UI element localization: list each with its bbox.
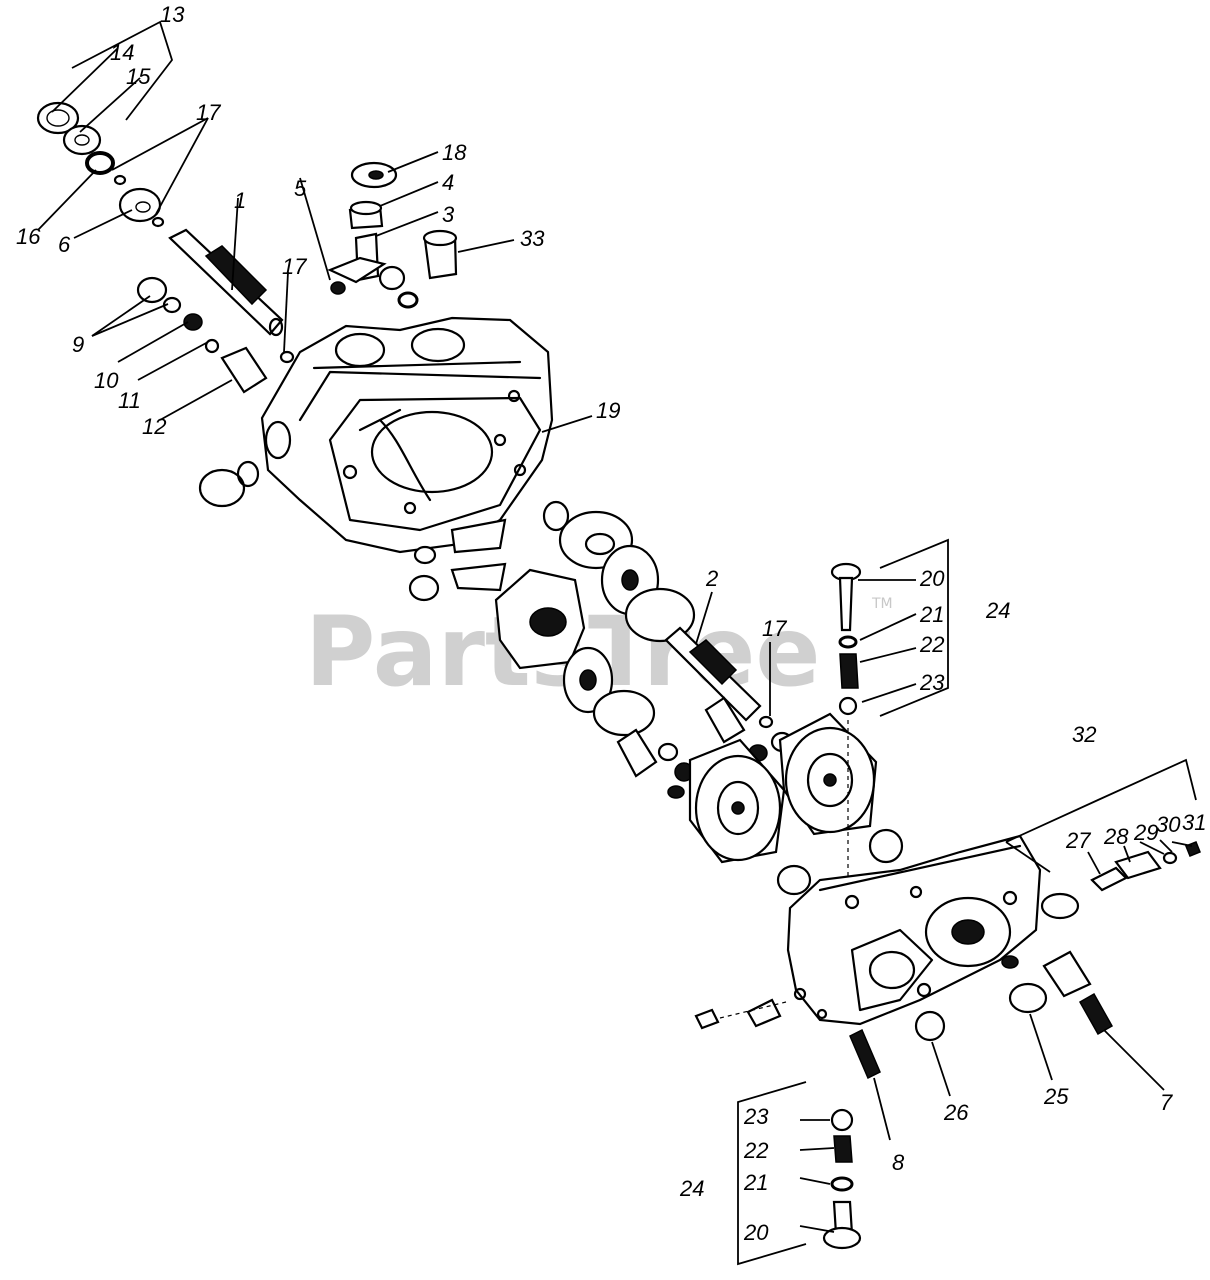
label-24-upper: 24 — [985, 598, 1010, 623]
label-6: 6 — [58, 232, 71, 257]
label-10: 10 — [94, 368, 119, 393]
part-11-ball — [204, 338, 220, 354]
watermark-trademark: TM — [871, 596, 893, 612]
part-5-nut — [330, 281, 346, 295]
label-23-upper: 23 — [919, 670, 945, 695]
label-21-lower: 21 — [743, 1170, 768, 1195]
label-2: 2 — [705, 566, 718, 591]
label-26: 26 — [943, 1100, 969, 1125]
part-3-arm — [327, 232, 387, 284]
label-5: 5 — [294, 176, 307, 201]
thrust-plate-upper — [450, 518, 507, 554]
part-14-seal — [36, 101, 80, 135]
part-9-plug — [136, 276, 168, 304]
label-20-upper: 20 — [919, 566, 945, 591]
part-drawings — [36, 20, 1201, 1266]
part-19-housing — [260, 316, 554, 554]
label-28: 28 — [1103, 824, 1129, 849]
part-12-sleeve — [220, 346, 268, 394]
label-29: 29 — [1133, 820, 1158, 845]
part-labels: 13 14 15 16 17 6 1 18 4 3 5 33 17 9 10 1… — [16, 2, 1206, 1245]
label-31: 31 — [1182, 810, 1206, 835]
part-15-washer — [62, 124, 102, 156]
label-15: 15 — [126, 64, 151, 89]
label-25: 25 — [1043, 1084, 1069, 1109]
part-10-spring — [183, 313, 203, 331]
lower-housing — [786, 834, 1042, 1026]
leader-lines — [37, 47, 1193, 1233]
label-11: 11 — [118, 388, 141, 413]
label-7: 7 — [1160, 1090, 1173, 1115]
label-13: 13 — [160, 2, 185, 27]
label-1: 1 — [234, 188, 246, 213]
label-27: 27 — [1065, 828, 1091, 853]
label-17-right: 17 — [762, 616, 787, 641]
label-22-lower: 22 — [743, 1138, 768, 1163]
label-19: 19 — [596, 398, 620, 423]
label-20-lower: 20 — [743, 1220, 769, 1245]
part-1-shaft — [168, 228, 284, 337]
part-6-bearing — [118, 187, 162, 223]
label-12: 12 — [142, 414, 166, 439]
label-4: 4 — [442, 170, 454, 195]
cylinder-block-left — [688, 738, 786, 864]
plug-left — [198, 468, 246, 508]
cylinder-block-right — [778, 712, 878, 836]
thrust-plate-lower — [450, 562, 507, 592]
part-2-shaft — [664, 626, 762, 722]
washer-ring — [624, 587, 696, 643]
label-21-upper: 21 — [919, 602, 944, 627]
label-8: 8 — [892, 1150, 905, 1175]
valve-set-lower — [737, 1081, 862, 1266]
label-30: 30 — [1156, 812, 1181, 837]
label-17-mid: 17 — [282, 254, 307, 279]
part-16-ring — [85, 151, 115, 175]
label-16: 16 — [16, 224, 41, 249]
label-18: 18 — [442, 140, 467, 165]
label-17-top: 17 — [196, 100, 221, 125]
label-33: 33 — [520, 226, 545, 251]
label-32: 32 — [1072, 722, 1096, 747]
label-22-upper: 22 — [919, 632, 944, 657]
label-3: 3 — [442, 202, 455, 227]
swashplate-block — [494, 568, 586, 670]
valve-set-upper — [830, 538, 949, 717]
label-9: 9 — [72, 332, 84, 357]
label-14: 14 — [110, 40, 134, 65]
label-23-lower: 23 — [743, 1104, 769, 1129]
label-24-lower: 24 — [679, 1176, 704, 1201]
bracket-13 — [71, 20, 173, 121]
